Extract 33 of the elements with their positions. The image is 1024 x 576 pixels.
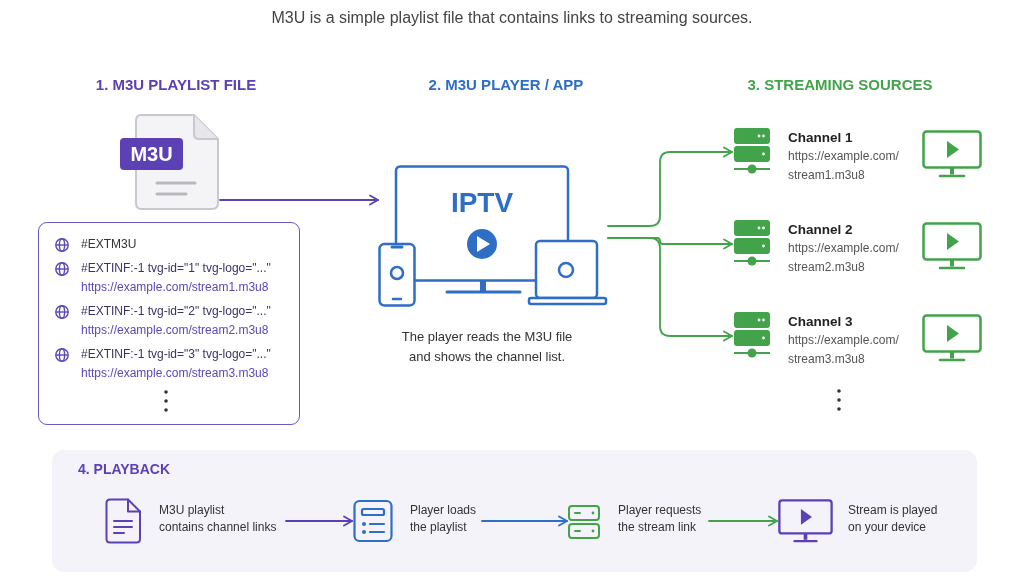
- file-format-label: M3U: [120, 138, 183, 170]
- panel-heading: 4. PLAYBACK: [78, 460, 171, 478]
- step-description: M3U playlist contains channel links: [159, 502, 277, 536]
- channel-name: Channel 2: [788, 221, 853, 239]
- stream-info-line: #EXTINF:-1 tvg-id="3" tvg-logo="...": [81, 346, 271, 363]
- stream-url: https://example.com/stream1.m3u8: [81, 279, 269, 296]
- channel-name: Channel 1: [788, 129, 853, 147]
- stream-url: https://example.com/stream3.m3u8: [81, 365, 269, 382]
- channel-name: Channel 3: [788, 313, 853, 331]
- step-description: Stream is played on your device: [848, 502, 938, 536]
- playback-panel: [52, 450, 977, 572]
- arrow: [219, 194, 379, 206]
- stream-info-line: #EXTINF:-1 tvg-id="2" tvg-logo="...": [81, 303, 271, 320]
- stream-url: https://example.com/ stream3.m3u8: [788, 332, 899, 368]
- section-heading: 2. M3U PLAYER / APP: [427, 76, 585, 94]
- stream-info-line: #EXTINF:-1 tvg-id="1" tvg-logo="...": [81, 260, 271, 277]
- screen-title: IPTV: [449, 187, 515, 219]
- section-heading: 3. STREAMING SOURCES: [746, 76, 934, 94]
- stream-url: https://example.com/ stream1.m3u8: [788, 148, 899, 184]
- arrow: [481, 515, 568, 527]
- step-description: Player loads the playlist: [410, 502, 477, 536]
- arrow: [607, 237, 733, 342]
- device-caption: The player reads the M3U file and shows the channel list.: [400, 328, 574, 366]
- arrow: [285, 515, 353, 527]
- section-heading: 1. M3U PLAYLIST FILE: [94, 76, 258, 94]
- playlist-header-line: #EXTM3U: [81, 236, 137, 253]
- step-description: Player requests the stream link: [618, 502, 702, 536]
- stream-url: https://example.com/stream2.m3u8: [81, 322, 269, 339]
- playlist-panel: [38, 222, 300, 425]
- stream-url: https://example.com/ stream2.m3u8: [788, 240, 899, 276]
- arrow: [607, 146, 733, 227]
- page-title: M3U is a simple playlist file that contains links to streaming sources.: [270, 8, 754, 28]
- arrow: [708, 515, 778, 527]
